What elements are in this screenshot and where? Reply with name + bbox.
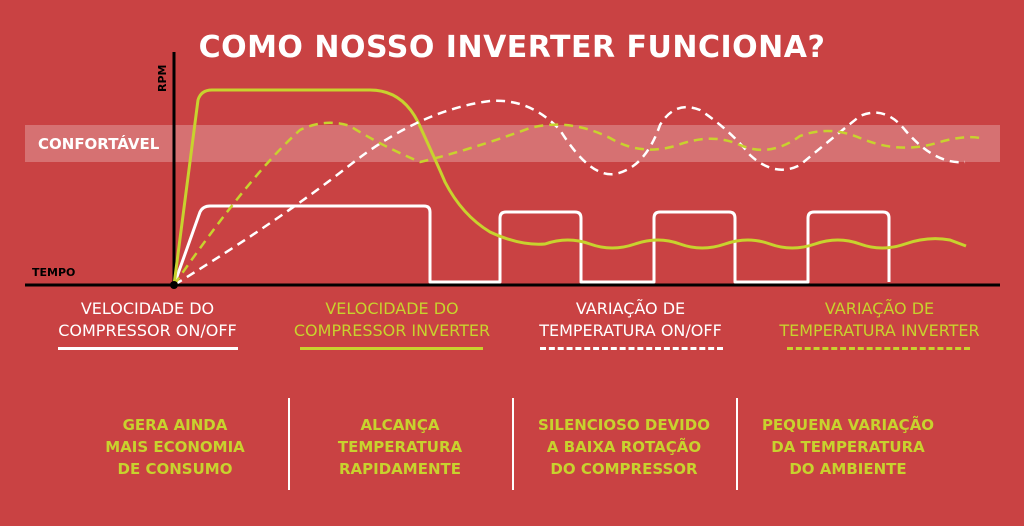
benefit-economy-line1: GERA AINDA: [122, 416, 228, 434]
legend-onoff-temperature-line2: TEMPERATURA ON/OFF: [539, 321, 722, 340]
y-axis-label: RPM: [156, 65, 169, 92]
benefit-silent-line2: A BAIXA ROTAÇÃO: [546, 438, 702, 456]
benefit-temperature: ALCANÇA TEMPERATURA RAPIDAMENTE: [295, 414, 505, 480]
inverter-temperature-line: [172, 121, 981, 286]
origin-dot: [170, 281, 178, 289]
legend-inverter-speed-line1: VELOCIDADE DO: [325, 299, 459, 318]
legend-inverter-temperature-line2: TEMPERATURA INVERTER: [779, 321, 980, 340]
legend-onoff-speed-line2: COMPRESSOR ON/OFF: [58, 321, 237, 340]
benefit-divider: [288, 398, 290, 490]
benefit-economy: GERA AINDA MAIS ECONOMIA DE CONSUMO: [70, 414, 280, 480]
legend-swatch-onoff-speed: [58, 347, 238, 350]
legend-onoff-speed: VELOCIDADE DO COMPRESSOR ON/OFF: [40, 298, 255, 342]
inverter-speed-line: [172, 88, 967, 286]
benefit-temperature-line1: ALCANÇA: [360, 416, 440, 434]
benefit-variation-line2: DA TEMPERATURA: [771, 438, 925, 456]
x-axis-label: TEMPO: [32, 266, 75, 279]
benefit-divider: [512, 398, 514, 490]
benefit-economy-line3: DE CONSUMO: [117, 460, 233, 478]
legend-inverter-speed-line2: COMPRESSOR INVERTER: [293, 321, 491, 340]
benefit-temperature-line3: RAPIDAMENTE: [339, 460, 461, 478]
legend-onoff-temperature-line1: VARIAÇÃO DE: [575, 299, 686, 318]
page-title: COMO NOSSO INVERTER FUNCIONA?: [198, 30, 826, 65]
legend-inverter-temperature-line1: VARIAÇÃO DE: [824, 299, 935, 318]
benefit-variation: PEQUENA VARIAÇÃO DA TEMPERATURA DO AMBIE…: [742, 414, 954, 480]
benefit-divider: [736, 398, 738, 490]
benefit-variation-line3: DO AMBIENTE: [789, 460, 907, 478]
benefit-variation-line1: PEQUENA VARIAÇÃO: [761, 416, 935, 434]
legend-inverter-speed: VELOCIDADE DO COMPRESSOR INVERTER: [282, 298, 502, 342]
legend-swatch-inverter-temperature: [787, 347, 970, 350]
comfort-band-label: CONFORTÁVEL: [38, 134, 160, 153]
benefit-silent-line1: SILENCIOSO DEVIDO: [538, 416, 710, 434]
legend-inverter-temperature: VARIAÇÃO DE TEMPERATURA INVERTER: [762, 298, 997, 342]
benefit-temperature-line2: TEMPERATURA: [337, 438, 463, 456]
legend-swatch-inverter-speed: [300, 347, 483, 350]
legend-onoff-temperature: VARIAÇÃO DE TEMPERATURA ON/OFF: [518, 298, 743, 342]
benefit-silent: SILENCIOSO DEVIDO A BAIXA ROTAÇÃO DO COM…: [518, 414, 730, 480]
legend-onoff-speed-line1: VELOCIDADE DO: [80, 299, 215, 318]
legend-swatch-onoff-temperature: [540, 347, 723, 350]
onoff-temperature-line: [173, 99, 966, 287]
onoff-speed-line: [172, 204, 891, 286]
comfort-band: [25, 125, 1000, 162]
benefit-economy-line2: MAIS ECONOMIA: [105, 438, 245, 456]
benefit-silent-line3: DO COMPRESSOR: [550, 460, 698, 478]
